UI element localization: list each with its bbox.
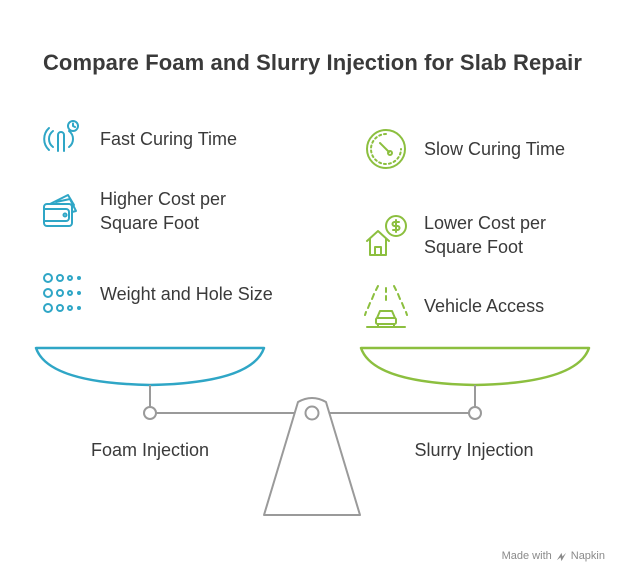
made-with-text: Made with bbox=[501, 550, 552, 562]
scale-fulcrum bbox=[263, 397, 361, 516]
napkin-logo-icon bbox=[556, 552, 566, 561]
slurry-item-vehicle: Vehicle Access bbox=[364, 284, 594, 328]
slurry-item-cost-label: Lower Cost per Square Foot bbox=[424, 213, 547, 257]
foam-item-curing: Fast Curing Time bbox=[40, 117, 280, 161]
slurry-item-curing: Slow Curing Time bbox=[364, 127, 594, 171]
foam-item-weight: Weight and Hole Size bbox=[40, 272, 280, 316]
napkin-brand-text: Napkin bbox=[570, 550, 605, 562]
foam-item-curing-label: Fast Curing Time bbox=[100, 129, 238, 149]
clock-icon bbox=[364, 127, 408, 171]
touch-timer-icon bbox=[40, 117, 84, 161]
right-pan bbox=[359, 346, 591, 387]
left-pan bbox=[34, 346, 266, 387]
page-title: Compare Foam and Slurry Injection for Sl… bbox=[42, 50, 583, 75]
car-road-icon bbox=[364, 284, 408, 328]
foam-item-cost: Higher Cost per Square Foot bbox=[40, 187, 280, 235]
foam-item-weight-label: Weight and Hole Size bbox=[100, 284, 273, 304]
slurry-item-vehicle-label: Vehicle Access bbox=[424, 296, 545, 316]
slurry-injection-label: Slurry Injection bbox=[414, 440, 534, 460]
slurry-item-curing-label: Slow Curing Time bbox=[424, 139, 566, 159]
wallet-money-icon bbox=[40, 189, 84, 233]
house-dollar-icon bbox=[364, 213, 408, 257]
foam-item-cost-label: Higher Cost per Square Foot bbox=[100, 189, 227, 233]
footer-credit: Made with Napkin bbox=[502, 550, 605, 562]
dots-grid-icon bbox=[40, 272, 84, 316]
foam-injection-label: Foam Injection bbox=[90, 440, 210, 460]
slurry-item-cost: Lower Cost per Square Foot bbox=[364, 211, 594, 259]
